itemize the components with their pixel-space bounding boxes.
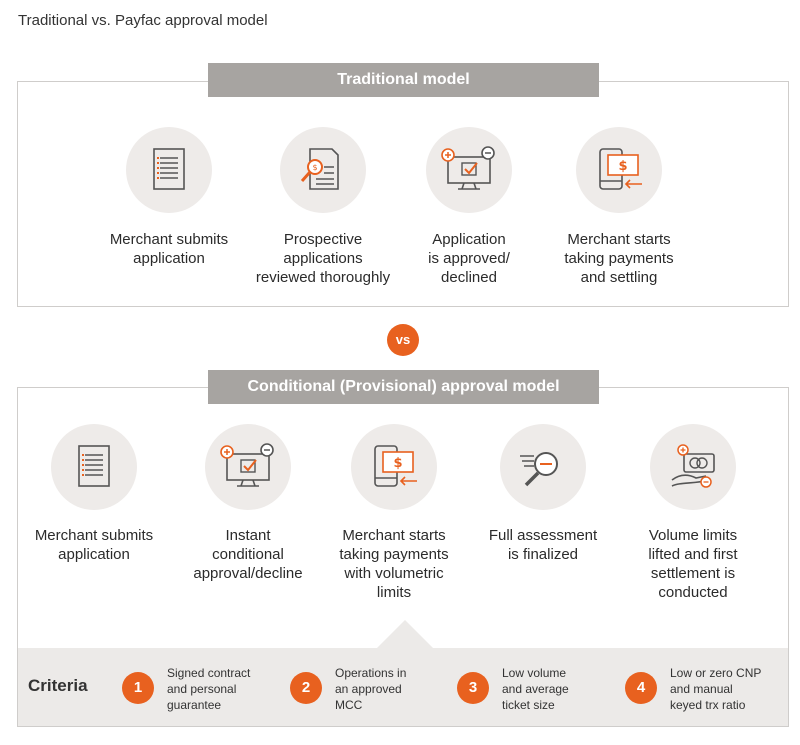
traditional-step-3-label: Application is approved/ declined bbox=[428, 231, 510, 286]
conditional-step-1-label: Merchant submits application bbox=[34, 527, 154, 563]
vs-badge: vs bbox=[387, 324, 419, 356]
svg-text:$: $ bbox=[312, 163, 317, 172]
criteria-item-1: Signed contract and personal guarantee bbox=[167, 666, 251, 712]
monitor-approval-icon bbox=[426, 127, 512, 213]
magnifier-document-icon: $ bbox=[280, 127, 366, 213]
criteria-pointer bbox=[377, 620, 433, 648]
criteria-number-4: 4 bbox=[625, 672, 657, 704]
criteria-number-2: 2 bbox=[290, 672, 322, 704]
traditional-step-4-label: Merchant starts taking payments and sett… bbox=[564, 231, 674, 286]
svg-text:$: $ bbox=[393, 456, 402, 471]
criteria-item-4: Low or zero CNP and manual keyed trx rat… bbox=[670, 666, 762, 712]
document-icon bbox=[126, 127, 212, 213]
phone-payment-icon: $ bbox=[351, 424, 437, 510]
traditional-step-2-label: Prospective applications reviewed thorou… bbox=[255, 231, 391, 286]
hand-coins-icon bbox=[650, 424, 736, 510]
phone-payment-icon: $ bbox=[576, 127, 662, 213]
magnifier-icon bbox=[500, 424, 586, 510]
criteria-number-1: 1 bbox=[122, 672, 154, 704]
criteria-item-3: Low volume and average ticket size bbox=[502, 666, 569, 712]
conditional-step-5-label: Volume limits lifted and first settlemen… bbox=[648, 527, 738, 601]
traditional-step-1-label: Merchant submits application bbox=[109, 231, 229, 267]
conditional-step-3-label: Merchant starts taking payments with vol… bbox=[339, 527, 449, 601]
monitor-approval-icon bbox=[205, 424, 291, 510]
document-icon bbox=[51, 424, 137, 510]
conditional-step-2-label: Instant conditional approval/decline bbox=[193, 527, 303, 582]
criteria-title: Criteria bbox=[28, 676, 88, 695]
conditional-step-4-label: Full assessment is finalized bbox=[488, 527, 598, 563]
traditional-heading: Traditional model bbox=[208, 63, 599, 97]
criteria-item-2: Operations in an approved MCC bbox=[335, 666, 407, 712]
page-title: Traditional vs. Payfac approval model bbox=[18, 12, 268, 29]
conditional-heading: Conditional (Provisional) approval model bbox=[208, 370, 599, 404]
criteria-number-3: 3 bbox=[457, 672, 489, 704]
svg-text:$: $ bbox=[618, 159, 627, 174]
